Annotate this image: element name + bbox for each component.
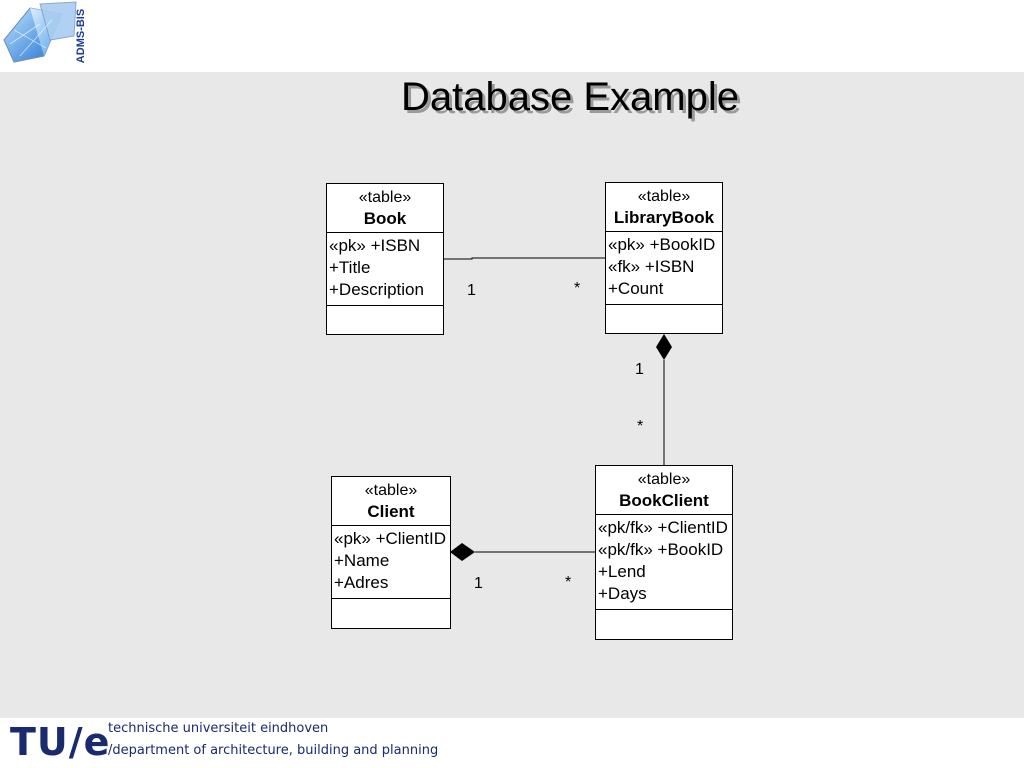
class-box-librarybook[interactable]: «table» LibraryBook «pk» +BookID «fk» +I…: [605, 182, 723, 334]
class-attribute: «pk» +BookID: [608, 235, 716, 254]
class-box-client[interactable]: «table» Client «pk» +ClientID +Name +Adr…: [331, 476, 451, 629]
class-attribute: +Description: [329, 280, 424, 299]
multiplicity-label: *: [637, 418, 644, 435]
multiplicity-label: 1: [474, 575, 483, 592]
class-attribute: +Adres: [334, 573, 389, 592]
multiplicity-label: *: [565, 574, 572, 591]
adms-cube-logo-icon: [3, 1, 77, 63]
multiplicity-label: *: [574, 280, 581, 297]
class-attribute: +Count: [608, 279, 664, 298]
composition-diamond-librarybook-icon: [656, 334, 672, 360]
footer-bar: [0, 718, 1024, 768]
class-attribute: +Lend: [598, 562, 646, 581]
class-box-bookclient[interactable]: «table» BookClient «pk/fk» +ClientID «pk…: [595, 465, 733, 640]
class-attribute: «pk/fk» +ClientID: [598, 518, 728, 537]
class-header: «table» Client: [332, 477, 450, 526]
class-stereotype: «table»: [358, 189, 412, 206]
slide-title: Database Example: [401, 75, 739, 119]
class-header: «table» Book: [327, 184, 443, 233]
class-name: BookClient: [619, 491, 709, 510]
class-attributes: «pk» +ISBN +Title +Description: [327, 233, 443, 306]
class-header: «table» BookClient: [596, 466, 732, 515]
class-header: «table» LibraryBook: [606, 183, 722, 232]
class-attribute: +Name: [334, 551, 390, 570]
class-stereotype: «table»: [637, 188, 691, 205]
composition-diamond-client-icon: [450, 543, 475, 561]
class-box-book[interactable]: «table» Book «pk» +ISBN +Title +Descript…: [326, 183, 444, 335]
department-name: /department of architecture, building an…: [108, 743, 439, 758]
class-attribute: «pk» +ISBN: [329, 236, 421, 255]
tue-logo: TU/e: [10, 720, 111, 764]
university-name: technische universiteit eindhoven: [108, 721, 329, 736]
class-stereotype: «table»: [637, 471, 691, 488]
header-bar: ADMS-BIS: [0, 0, 1024, 72]
class-attribute: «pk/fk» +BookID: [598, 540, 724, 559]
class-stereotype: «table»: [364, 482, 418, 499]
class-attribute: +Title: [329, 258, 371, 277]
class-attributes: «pk» +ClientID +Name +Adres: [332, 526, 450, 599]
multiplicity-label: 1: [467, 282, 476, 299]
class-attributes: «pk» +BookID «fk» +ISBN +Count: [606, 232, 722, 305]
multiplicity-label: 1: [635, 361, 644, 378]
class-attribute: +Days: [598, 584, 647, 603]
slide-area: [0, 72, 1024, 718]
class-name: Book: [363, 209, 407, 228]
class-attribute: «pk» +ClientID: [334, 529, 446, 548]
class-attribute: «fk» +ISBN: [608, 257, 695, 276]
association-book-librarybook: [443, 257, 606, 260]
class-name: Client: [367, 502, 415, 521]
class-attributes: «pk/fk» +ClientID «pk/fk» +BookID +Lend …: [596, 515, 732, 610]
class-name: LibraryBook: [613, 208, 715, 227]
